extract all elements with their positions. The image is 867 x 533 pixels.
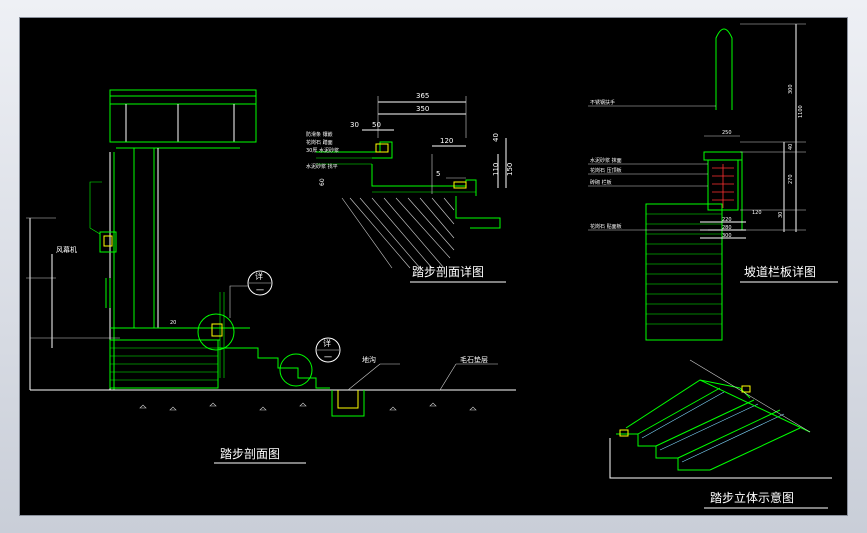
dim-350: 350 [416,105,429,113]
dim-30: 30 [350,121,359,129]
span-dim: 20 [170,320,176,326]
rail-note-3: 花岗石 压顶板 [590,167,622,174]
rail-detail-title: 坡道栏板详图 [744,264,816,279]
fan-label: 风幕机 [56,245,77,254]
callout-1-sub: 一 [256,286,264,295]
drawing-svg: 踏步剖面图 踏步剖面详图 坡道栏板详图 踏步立体示意图 详 一 详 一 风幕机 … [26,23,838,509]
rail-detail-drawing [588,23,806,341]
dim-5: 5 [436,170,440,178]
rail-dim-300b: 300 [722,233,732,239]
isometric-title: 踏步立体示意图 [710,490,794,505]
rail-dim-280: 280 [722,225,732,231]
rail-note-1: 不锈钢扶手 [590,99,615,106]
callout-1-label: 详 [255,271,263,281]
dim-40: 40 [492,133,500,142]
dim-120: 120 [440,137,453,145]
section-drawing [26,89,516,417]
ditch-label: 地沟 [362,355,376,364]
rail-note-4: 砖砌 栏板 [590,179,612,186]
rail-dim-220: 220 [722,217,732,223]
callout-2-sub: 一 [324,353,332,362]
step-detail-drawing [316,96,507,269]
callout-2-label: 详 [323,338,331,348]
step-detail-title: 踏步剖面详图 [412,264,484,279]
base-label: 毛石垫层 [460,355,488,364]
rail-dim-30: 30 [778,212,784,218]
rail-note-2: 水泥砂浆 抹面 [590,157,622,164]
rail-dim-300a: 300 [788,84,794,94]
section-title: 踏步剖面图 [220,447,280,461]
rail-dim-1100: 1100 [798,105,804,118]
cad-drawing-canvas[interactable]: 踏步剖面图 踏步剖面详图 坡道栏板详图 踏步立体示意图 详 一 详 一 风幕机 … [20,18,847,515]
dim-365: 365 [416,92,429,100]
rail-dim-270: 270 [788,174,794,184]
step-note-1: 防滑条 镶嵌 [306,131,333,138]
step-note-3: 30厚 水泥砂浆 [306,147,339,154]
rail-dim-120: 120 [752,210,762,216]
isometric-drawing [609,359,832,479]
dim-110: 110 [492,163,500,176]
dim-150: 150 [506,163,514,176]
rail-dim-250: 250 [722,130,732,136]
rail-note-5: 花岗石 贴面板 [590,223,622,230]
dim-60: 60 [319,178,326,186]
step-note-4: 水泥砂浆 找平 [306,163,338,170]
rail-dim-40: 40 [788,144,794,150]
dim-50: 50 [372,121,381,129]
step-note-2: 花岗石 踏面 [306,139,333,146]
